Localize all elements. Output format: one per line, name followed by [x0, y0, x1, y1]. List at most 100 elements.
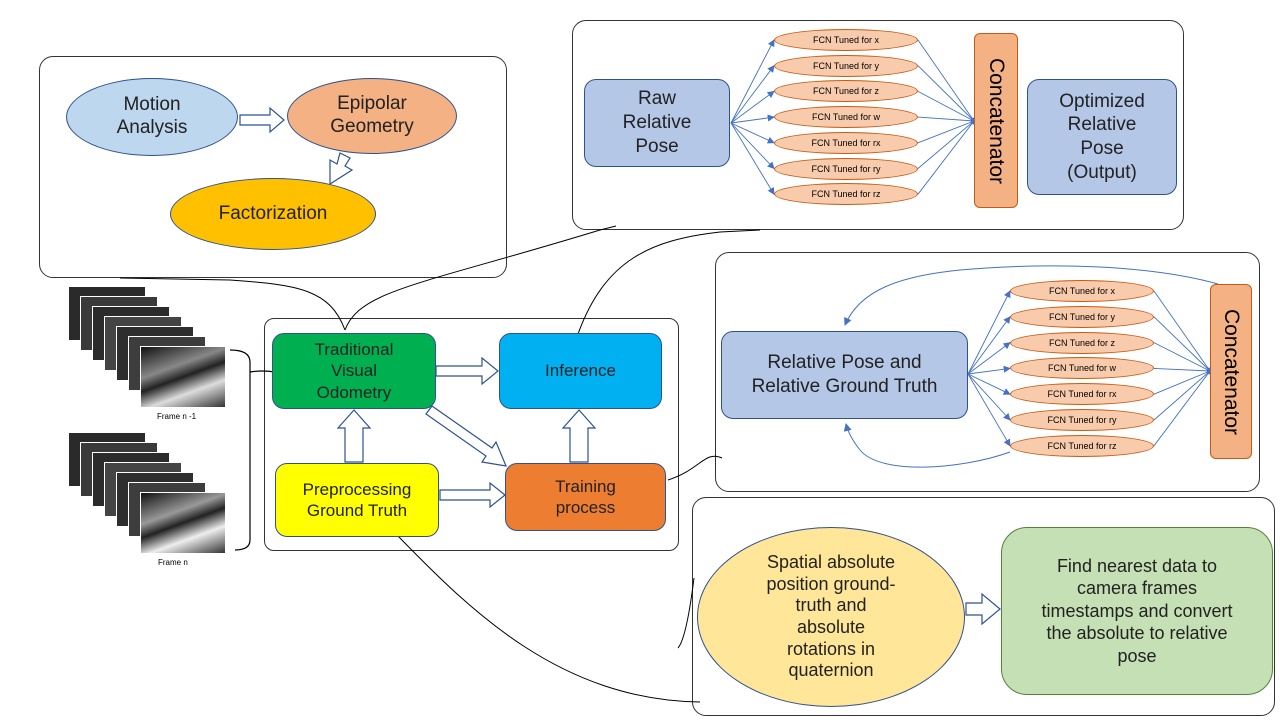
relative-pose-gt-box: Relative Pose and Relative Ground Truth — [721, 331, 968, 419]
fcn-ellipse: FCN Tuned for ry — [774, 157, 918, 180]
fan-out-line — [1153, 370, 1211, 421]
fan-out-line — [917, 39, 975, 122]
frames-bracket — [229, 349, 251, 551]
fcn-ellipse: FCN Tuned for ry — [1010, 409, 1154, 431]
fcn-label: FCN Tuned for y — [812, 60, 880, 71]
motion-analysis-label: Motion Analysis — [116, 94, 188, 138]
traditional-vo-label: Traditional Visual Odometry — [314, 340, 394, 402]
epipolar-geometry-ellipse: Epipolar Geometry — [287, 78, 457, 154]
fcn-label: FCN Tuned for x — [812, 35, 880, 45]
fan-in-line — [730, 122, 775, 195]
fcn-ellipse: FCN Tuned for rz — [1010, 434, 1154, 457]
fan-out-line — [1153, 370, 1211, 447]
callout-training — [667, 455, 723, 481]
fcn-ellipse: FCN Tuned for x — [774, 29, 918, 51]
inference-concatenator-label: Concatenator — [985, 57, 1008, 184]
fcn-label: FCN Tuned for rx — [811, 137, 881, 148]
callout-topleft-2 — [344, 225, 617, 331]
relative-pose-gt-label: Relative Pose and Relative Ground Truth — [751, 352, 938, 397]
arrow-preproc-to-vo — [336, 409, 372, 463]
fcn-ellipse: FCN Tuned for x — [1010, 280, 1154, 302]
frame-stack-prev — [68, 286, 228, 408]
fcn-ellipse: FCN Tuned for w — [774, 106, 918, 129]
arrow-preproc-to-training — [439, 481, 506, 509]
fcn-label: FCN Tuned for ry — [1047, 415, 1117, 425]
fan-in-line — [730, 114, 775, 124]
fan-out-line — [1153, 370, 1211, 395]
fcn-label: FCN Tuned for z — [1048, 337, 1116, 348]
fan-in-line — [730, 64, 775, 124]
fcn-ellipse: FCN Tuned for y — [774, 54, 918, 77]
fcn-label: FCN Tuned for ry — [811, 163, 881, 174]
find-nearest-label: Find nearest data to camera frames times… — [1041, 555, 1233, 666]
traditional-vo-box: Traditional Visual Odometry — [272, 333, 436, 409]
fcn-ellipse: FCN Tuned for z — [774, 80, 918, 103]
fcn-ellipse: FCN Tuned for w — [1010, 357, 1154, 380]
fcn-label: FCN Tuned for w — [811, 112, 881, 123]
factorization-ellipse: Factorization — [170, 178, 376, 250]
fcn-ellipse: FCN Tuned for y — [1010, 305, 1154, 328]
callout-topleft — [119, 277, 346, 331]
fcn-label: FCN Tuned for w — [1047, 363, 1117, 374]
motion-analysis-ellipse: Motion Analysis — [66, 78, 238, 156]
epipolar-geometry-label: Epipolar Geometry — [330, 93, 414, 137]
callout-preprocess — [397, 535, 701, 703]
optimized-pose-box: Optimized Relative Pose (Output) — [1027, 79, 1177, 195]
training-box: Training process — [505, 463, 666, 531]
training-concatenator: Concatenator — [1210, 284, 1252, 459]
arrow-vo-to-inference — [435, 356, 499, 386]
fan-in-line — [730, 90, 775, 124]
arrow-training-to-inference — [561, 409, 597, 463]
fan-in-line — [730, 39, 775, 124]
find-nearest-box: Find nearest data to camera frames times… — [1001, 527, 1273, 695]
arrow-motion-to-epipolar — [239, 106, 285, 134]
fan-out-line — [917, 120, 975, 169]
preprocessing-label: Preprocessing Ground Truth — [302, 479, 412, 520]
fan-in-line — [967, 373, 1011, 395]
factorization-label: Factorization — [218, 202, 328, 224]
fcn-ellipse: FCN Tuned for rz — [774, 183, 918, 206]
fcn-ellipse: FCN Tuned for rx — [1010, 383, 1154, 406]
fan-in-line — [730, 122, 775, 170]
training-concatenator-label: Concatenator — [1220, 308, 1243, 435]
callout-inference — [577, 229, 761, 335]
inference-label: Inference — [545, 361, 616, 381]
arrow-vo-to-training — [425, 405, 507, 467]
fan-out-line — [1153, 316, 1211, 372]
fan-in-line — [967, 373, 1011, 421]
fan-out-line — [917, 116, 975, 122]
raw-pose-box: Raw Relative Pose — [584, 79, 730, 167]
fcn-label: FCN Tuned for x — [1048, 286, 1116, 296]
fcn-label: FCN Tuned for rx — [1047, 389, 1117, 400]
fcn-label: FCN Tuned for z — [812, 86, 880, 97]
fan-in-line — [730, 122, 775, 144]
spatial-gt-ellipse: Spatial absolute position ground- truth … — [697, 527, 965, 707]
fan-out-line — [1153, 290, 1211, 372]
fan-out-line — [1153, 367, 1211, 372]
callout-preprocess-2 — [677, 577, 695, 649]
arrow-spatial-to-find — [965, 592, 1001, 626]
fan-out-line — [917, 120, 975, 144]
fan-in-line — [967, 365, 1011, 375]
fan-out-line — [917, 91, 975, 122]
preprocessing-box: Preprocessing Ground Truth — [275, 463, 439, 537]
fan-out-line — [917, 65, 975, 122]
fan-out-line — [917, 120, 975, 195]
raw-pose-label: Raw Relative Pose — [622, 88, 692, 157]
fan-in-line — [967, 290, 1011, 375]
fan-out-line — [1153, 342, 1211, 372]
feedback-curve-bottom — [843, 423, 1011, 468]
optimized-pose-label: Optimized Relative Pose (Output) — [1059, 90, 1145, 183]
fcn-label: FCN Tuned for y — [1048, 311, 1116, 322]
frame-stack-curr — [68, 432, 228, 554]
training-label: Training process — [555, 476, 616, 517]
fan-in-line — [967, 342, 1011, 375]
fcn-label: FCN Tuned for rz — [811, 189, 881, 200]
frame-caption-prev: Frame n -1 — [157, 412, 197, 421]
fcn-label: FCN Tuned for rz — [1047, 440, 1117, 451]
fan-in-line — [967, 373, 1011, 447]
feedback-curve-top — [844, 265, 1219, 326]
fan-in-line — [967, 316, 1011, 375]
fcn-ellipse: FCN Tuned for rx — [774, 131, 918, 154]
